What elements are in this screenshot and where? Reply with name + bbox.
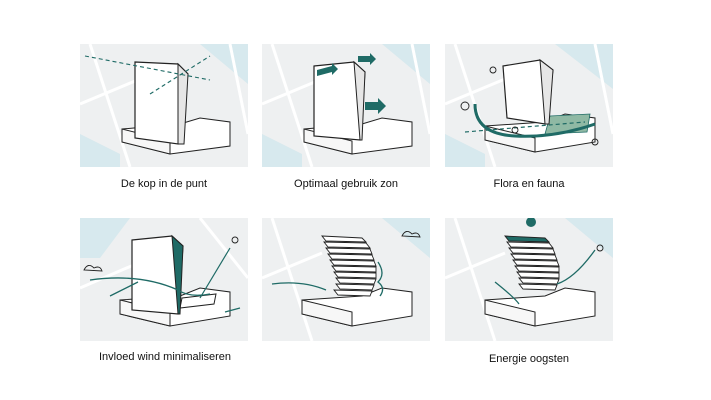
caption-kop-in-de-punt: De kop in de punt (120, 178, 208, 190)
caption-energie-oogsten: Energie oogsten (488, 353, 570, 365)
diagram-panel-energie-oogsten (445, 218, 613, 341)
diagram-panel-invloed-wind (80, 218, 248, 341)
panel-illustration (262, 44, 430, 167)
diagram-panel-flora-en-fauna (445, 44, 613, 167)
panel-illustration (80, 44, 248, 167)
caption-optimaal-gebruik-zon: Optimaal gebruik zon (294, 178, 398, 190)
panel-illustration (445, 44, 613, 167)
caption-invloed-wind: Invloed wind minimaliseren (98, 351, 232, 363)
diagram-panel-optimaal-gebruik-zon (262, 44, 430, 167)
panel-illustration (262, 218, 430, 341)
diagram-panel-kop-in-de-punt (80, 44, 248, 167)
panel-illustration (80, 218, 248, 327)
panel-illustration (445, 218, 613, 341)
caption-flora-en-fauna: Flora en fauna (493, 178, 565, 190)
diagram-panel-5 (262, 218, 430, 341)
